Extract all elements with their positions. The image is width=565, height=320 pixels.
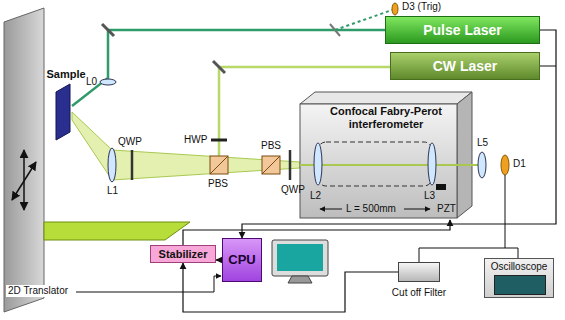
monitor-stand xyxy=(288,276,312,283)
beam-splitter-cube xyxy=(210,156,228,174)
node-text: Confocal Fabry-Perot interferometer xyxy=(311,105,461,130)
lens xyxy=(428,143,436,185)
box-side xyxy=(457,92,472,218)
cpu-box: CPU xyxy=(222,238,262,282)
node-text: CW Laser xyxy=(433,58,498,74)
part-label: L1 xyxy=(107,185,118,197)
node-text: Stabilizer xyxy=(159,248,208,261)
translator-wire xyxy=(76,276,221,292)
pzt-block xyxy=(436,184,446,190)
translator-plate xyxy=(4,8,44,312)
mirror xyxy=(102,24,114,36)
mirror xyxy=(213,61,225,73)
node-text: Oscilloscope xyxy=(491,261,548,273)
laser-box: Pulse Laser xyxy=(385,16,540,44)
box-top xyxy=(300,92,472,104)
part-label: D3 (Trig) xyxy=(402,1,441,13)
laser-box: CW Laser xyxy=(390,52,540,80)
part-label: HWP xyxy=(184,134,207,146)
lens xyxy=(100,79,116,85)
scope-screen xyxy=(494,275,546,295)
signal-connector xyxy=(242,30,556,238)
filter-body xyxy=(398,262,440,282)
monitor xyxy=(272,240,328,276)
part-label: PZT xyxy=(437,203,456,215)
motion-arrow xyxy=(12,162,36,200)
cavity-beam xyxy=(300,164,482,166)
trigger-beam xyxy=(335,10,392,30)
beam-splitter-cube xyxy=(262,156,280,174)
detector xyxy=(392,3,398,15)
part-label: QWP xyxy=(281,184,305,196)
dimension-arrow xyxy=(404,209,430,210)
filter-device: Cut off Filter xyxy=(380,262,458,298)
part-label: QWP xyxy=(118,136,142,148)
detector xyxy=(501,155,509,175)
part-label: PBS xyxy=(208,178,228,190)
signal-beam xyxy=(72,112,300,180)
cube-diagonal xyxy=(210,156,228,174)
signal-connector xyxy=(183,263,398,312)
part-label: L3 xyxy=(424,190,435,202)
node-text: Sample xyxy=(46,68,85,81)
translator-stage xyxy=(44,222,190,240)
sample-holder: Sample xyxy=(38,68,94,142)
lens xyxy=(108,148,116,182)
part-label: 2D Translator xyxy=(6,285,70,297)
dimension-arrow xyxy=(320,209,342,210)
signal-wire xyxy=(419,175,505,262)
lens xyxy=(314,143,322,185)
node-text: Pulse Laser xyxy=(423,22,502,38)
part-label: L0 xyxy=(86,76,97,88)
part-label: PBS xyxy=(261,140,281,152)
sample-plate xyxy=(56,84,70,140)
monitor-screen xyxy=(277,244,323,271)
oscilloscope-device: Oscilloscope xyxy=(484,258,554,298)
node-text: CPU xyxy=(228,253,255,268)
part-label: D1 xyxy=(513,158,526,170)
stabilizer-box: Stabilizer xyxy=(150,245,216,263)
quarter-wave-plate xyxy=(289,150,292,180)
laser-wire xyxy=(540,66,556,67)
cube-diagonal xyxy=(262,156,280,174)
part-label: L5 xyxy=(477,137,488,149)
node-text: Cut off Filter xyxy=(392,287,446,299)
part-label: L = 500mm xyxy=(346,203,396,215)
lens xyxy=(478,152,486,178)
half-wave-plate xyxy=(211,139,227,142)
signal-wire xyxy=(505,248,518,258)
interferometer-box: Confocal Fabry-Perot interferometer xyxy=(296,92,476,220)
part-label: L2 xyxy=(310,190,321,202)
quarter-wave-plate xyxy=(131,150,134,180)
